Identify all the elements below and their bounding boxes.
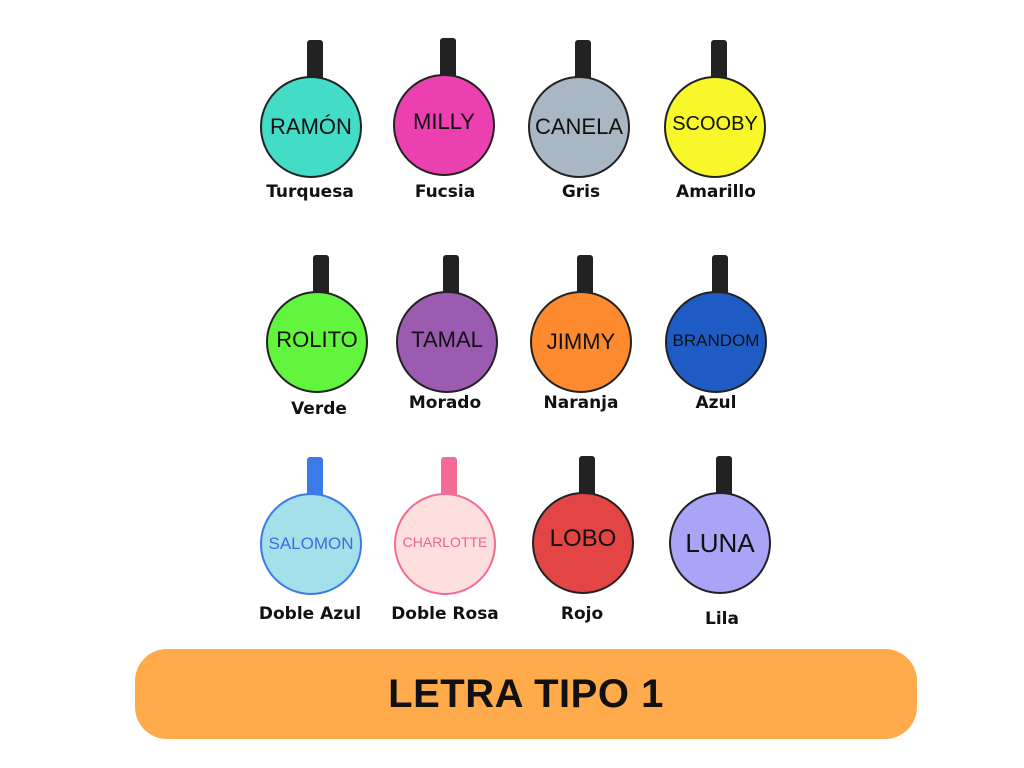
banner-title: LETRA TIPO 1 [388, 671, 664, 716]
font-type-banner: LETRA TIPO 1 [135, 649, 917, 739]
tag-disc: TAMAL [396, 291, 498, 393]
color-label: Naranja [543, 393, 619, 413]
tag-name: TAMAL [411, 327, 483, 352]
tag-jimmy: JIMMY [530, 255, 640, 435]
tag-name: RAMÓN [270, 114, 352, 139]
strap [711, 40, 727, 80]
color-label: Verde [291, 399, 347, 419]
tag-tamal: TAMAL [396, 255, 506, 435]
tag-name: LUNA [685, 527, 755, 558]
strap [313, 255, 329, 295]
tag-name: MILLY [413, 109, 475, 134]
color-label: Fucsia [414, 182, 476, 202]
tag-name: SALOMON [268, 534, 354, 553]
color-label: Lila [705, 609, 739, 629]
tag-scooby: SCOOBY [664, 40, 774, 220]
color-label: Amarillo [676, 182, 756, 202]
tag-milly: MILLY [393, 38, 503, 218]
strap [307, 40, 323, 80]
color-label: Morado [408, 393, 482, 413]
strap [579, 456, 595, 496]
color-label: Azul [695, 393, 737, 413]
color-label: Rojo [560, 604, 604, 624]
strap [577, 255, 593, 295]
tag-disc: LUNA [669, 492, 771, 594]
tag-salomon: SALOMON [260, 457, 370, 637]
tag-disc: LOBO [532, 492, 634, 594]
tag-brandom: BRANDOM [665, 255, 775, 435]
tag-name: CHARLOTTE [402, 534, 488, 550]
tag-disc: CHARLOTTE [394, 493, 496, 595]
strap [716, 456, 732, 496]
color-label: Turquesa [266, 182, 354, 202]
strap [441, 457, 457, 497]
tag-disc: RAMÓN [260, 76, 362, 178]
strap [440, 38, 456, 78]
strap [307, 457, 323, 497]
tag-disc: MILLY [393, 74, 495, 176]
tag-disc: JIMMY [530, 291, 632, 393]
tag-charlotte: CHARLOTTE [394, 457, 504, 637]
tag-name: BRANDOM [672, 331, 760, 350]
tag-disc: SCOOBY [664, 76, 766, 178]
tag-rolito: ROLITO [266, 255, 376, 435]
tag-canela: CANELA [528, 40, 638, 220]
tag-luna: LUNA [669, 456, 779, 636]
tag-disc: CANELA [528, 76, 630, 178]
strap [712, 255, 728, 295]
tag-name: SCOOBY [672, 112, 758, 135]
color-label: Doble Rosa [391, 604, 499, 624]
tag-name: ROLITO [276, 327, 358, 352]
tag-lobo: LOBO [532, 456, 642, 636]
tag-disc: ROLITO [266, 291, 368, 393]
strap [443, 255, 459, 295]
tag-name: JIMMY [546, 329, 616, 354]
tag-disc: BRANDOM [665, 291, 767, 393]
tag-ramon: RAMÓN [260, 40, 370, 220]
color-label: Doble Azul [258, 604, 362, 624]
strap [575, 40, 591, 80]
tag-name: CANELA [534, 114, 624, 139]
tag-name: LOBO [549, 525, 617, 552]
color-label: Gris [561, 182, 601, 202]
tag-disc: SALOMON [260, 493, 362, 595]
